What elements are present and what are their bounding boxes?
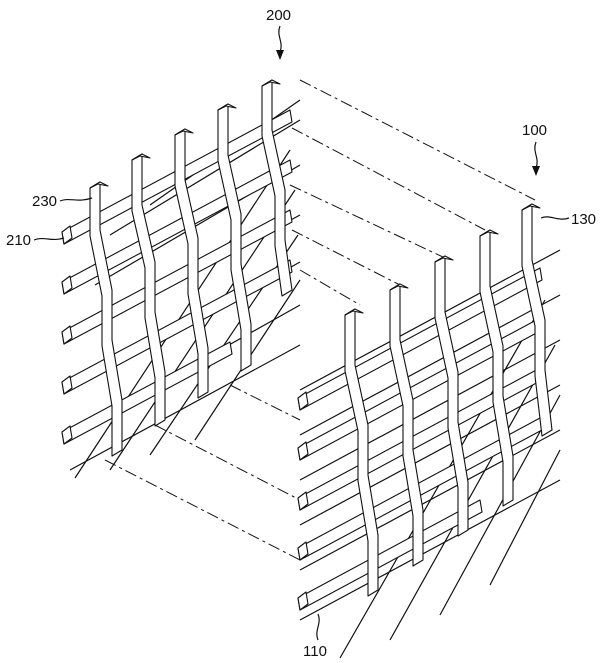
label-100: 100	[522, 122, 547, 176]
label-110-text: 110	[303, 643, 327, 660]
right-thin-wires	[300, 250, 560, 658]
right-woven-assembly	[298, 204, 560, 658]
label-130-leader	[541, 217, 569, 219]
label-200: 200	[266, 7, 291, 60]
label-100-leader	[535, 142, 537, 168]
label-210: 210	[6, 232, 64, 249]
label-110-leader	[317, 614, 319, 640]
label-230-leader	[60, 198, 92, 201]
left-woven-assembly	[62, 80, 300, 478]
right-vertical-strands	[345, 204, 552, 596]
label-210-text: 210	[6, 232, 31, 249]
label-130-text: 130	[571, 211, 596, 228]
label-230-text: 230	[32, 193, 57, 210]
label-200-leader	[279, 26, 281, 52]
label-100-text: 100	[522, 122, 547, 139]
label-110: 110	[303, 614, 327, 660]
label-200-text: 200	[266, 7, 291, 24]
label-200-arrowhead	[276, 50, 284, 60]
label-230: 230	[32, 193, 92, 210]
label-100-arrowhead	[532, 166, 540, 176]
label-130: 130	[541, 211, 596, 228]
left-vertical-strands	[90, 80, 292, 456]
label-210-leader	[34, 238, 64, 240]
